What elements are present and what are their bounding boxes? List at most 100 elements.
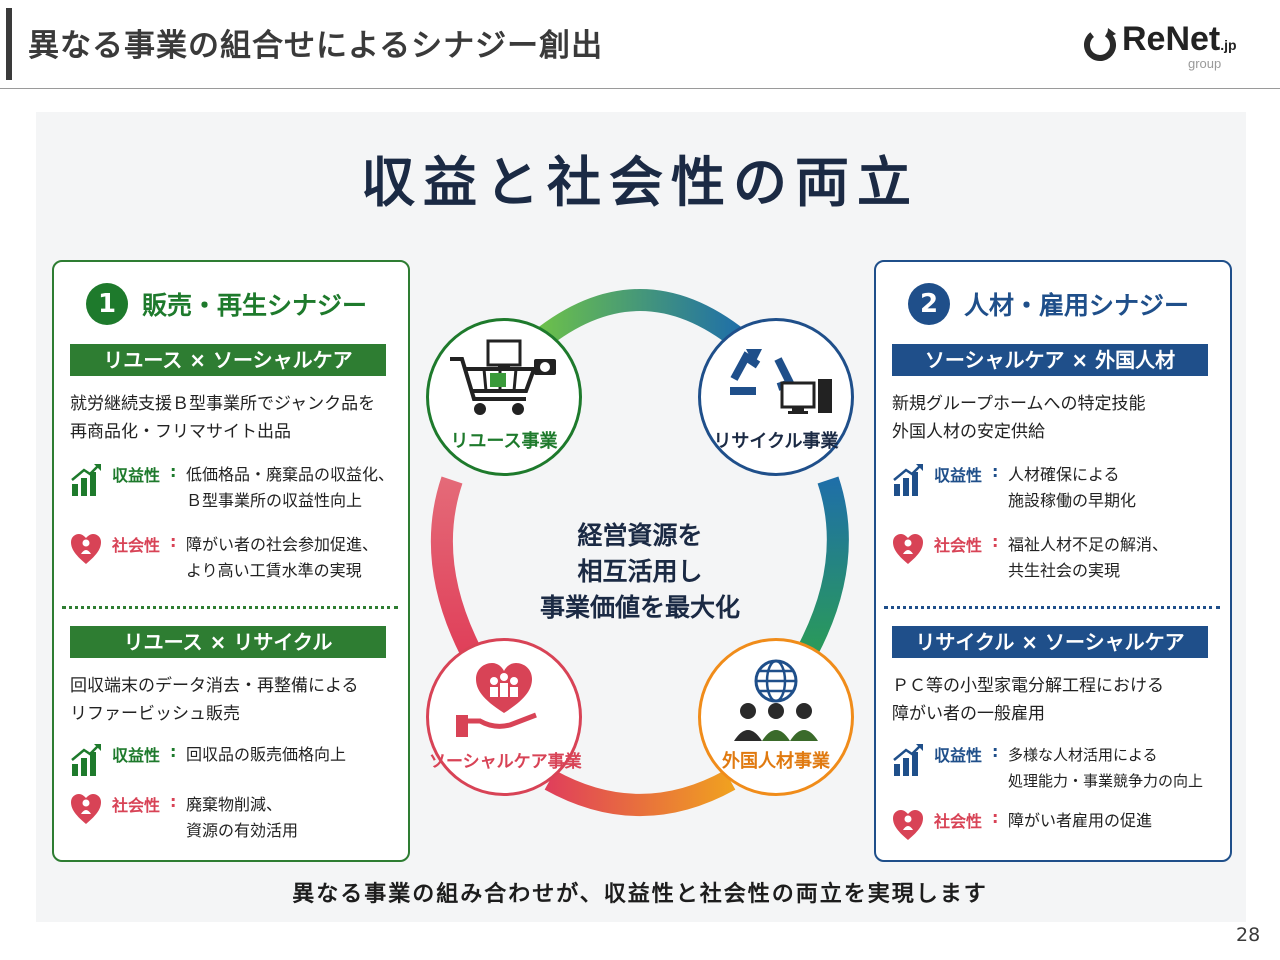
colon: : [992, 742, 999, 761]
center-line: 事業価値を最大化 [539, 593, 740, 622]
center-line: 経営資源を [577, 521, 703, 550]
box-title: 販売・再生シナジー [142, 291, 368, 320]
logo-domain: .jp [1220, 37, 1237, 53]
social-text: 廃棄物削減、 資源の有効活用 [186, 792, 416, 844]
box-number-badge: 1 [86, 283, 128, 325]
section-heading: リユース × ソーシャルケア [70, 344, 386, 376]
social-row: 社会性 : 障がい者の社会参加促進、 より高い工賃水準の実現 [70, 532, 410, 584]
profit-row: 収益性 : 低価格品・廃棄品の収益化、 Ｂ型事業所の収益性向上 [70, 462, 410, 514]
recycle-business-node: リサイクル事業 [698, 318, 854, 476]
growth-chart-icon [893, 464, 923, 496]
colon: : [992, 532, 999, 551]
desc-line: 外国人材の安定供給 [892, 422, 1045, 442]
social-label: 社会性 [934, 812, 983, 831]
section-description: ＰＣ等の小型家電分解工程における 障がい者の一般雇用 [892, 672, 1222, 728]
social-label: 社会性 [112, 536, 161, 555]
node-label: 外国人材事業 [722, 751, 830, 772]
cycle-center-text: 経営資源を 相互活用し 事業価値を最大化 [520, 518, 760, 626]
social-row: 社会性 : 福祉人材不足の解消、 共生社会の実現 [892, 532, 1232, 584]
text-line: 障がい者の社会参加促進、 [186, 535, 379, 554]
social-text: 障がい者雇用の促進 [1008, 808, 1238, 834]
node-label: リサイクル事業 [713, 431, 839, 452]
colon: : [170, 462, 177, 481]
heart-person-icon [893, 810, 923, 840]
text-line: 共生社会の実現 [1008, 561, 1121, 580]
shopping-cart-icon [450, 339, 556, 415]
social-care-business-node: ソーシャルケア事業 [426, 638, 582, 796]
header-accent-bar [6, 8, 12, 80]
main-title: 収益と社会性の両立 [361, 151, 919, 214]
text-line: 低価格品・廃棄品の収益化、 [186, 465, 395, 484]
heart-person-icon [893, 534, 923, 564]
section-description: 就労継続支援Ｂ型事業所でジャンク品を 再商品化・フリマサイト出品 [70, 390, 400, 446]
globe-people-icon [734, 659, 818, 741]
profit-text: 回収品の販売価格向上 [186, 742, 416, 768]
header-divider [0, 88, 1280, 89]
reuse-business-node: リユース事業 [426, 318, 582, 476]
profit-label: 収益性 [112, 746, 161, 765]
section-heading: リユース × リサイクル [70, 626, 386, 658]
desc-line: 再商品化・フリマサイト出品 [70, 422, 291, 442]
section-divider [62, 606, 398, 609]
ring-arc-bottom [544, 770, 736, 816]
ring-arc-left [430, 476, 480, 655]
business-cycle-ring [430, 289, 849, 816]
desc-line: 回収端末のデータ消去・再整備による [70, 676, 359, 696]
colon: : [992, 808, 999, 827]
node-label: ソーシャルケア事業 [429, 752, 582, 772]
social-label: 社会性 [112, 796, 161, 815]
growth-chart-icon [71, 464, 101, 496]
text-line: 多様な人材活用による [1008, 746, 1158, 764]
colon: : [170, 792, 177, 811]
center-line: 相互活用し [577, 557, 703, 586]
box-number-badge: 2 [908, 283, 950, 325]
box-title: 人材・雇用シナジー [964, 291, 1190, 320]
desc-line: 障がい者の一般雇用 [892, 704, 1045, 724]
colon: : [170, 532, 177, 551]
page-title: 異なる事業の組合せによるシナジー創出 [28, 28, 604, 64]
text-line: より高い工賃水準の実現 [186, 561, 362, 580]
text-line: 障がい者雇用の促進 [1008, 811, 1153, 830]
logo-wordmark: ReNet [1122, 20, 1221, 58]
text-line: 資源の有効活用 [186, 821, 299, 840]
conclusion-text: 異なる事業の組み合わせが、収益性と社会性の両立を実現します [292, 882, 988, 907]
text-line: 回収品の販売価格向上 [186, 745, 347, 764]
node-label: リユース事業 [450, 431, 558, 452]
profit-text: 人材確保による 施設稼働の早期化 [1008, 462, 1238, 514]
text-line: 福祉人材不足の解消、 [1008, 535, 1169, 554]
section-description: 新規グループホームへの特定技能 外国人材の安定供給 [892, 390, 1222, 446]
desc-line: ＰＣ等の小型家電分解工程における [892, 676, 1164, 696]
heart-person-icon [71, 794, 101, 824]
desc-line: 新規グループホームへの特定技能 [892, 394, 1146, 414]
section-heading: リサイクル × ソーシャルケア [892, 626, 1208, 658]
recycle-icon [730, 349, 832, 414]
heart-hand-icon [456, 663, 537, 737]
desc-line: 就労継続支援Ｂ型事業所でジャンク品を [70, 394, 376, 414]
text-line: 廃棄物削減、 [186, 795, 283, 814]
company-logo: ReNet.jp group [1082, 20, 1262, 74]
profit-row: 収益性 : 人材確保による 施設稼働の早期化 [892, 462, 1232, 514]
social-row: 社会性 : 廃棄物削減、 資源の有効活用 [70, 792, 410, 844]
social-row: 社会性 : 障がい者雇用の促進 [892, 808, 1232, 860]
profit-label: 収益性 [934, 466, 983, 485]
growth-chart-icon [71, 744, 101, 776]
profit-label: 収益性 [934, 746, 983, 765]
desc-line: リファービッシュ販売 [70, 704, 240, 724]
profit-row: 収益性 : 回収品の販売価格向上 [70, 742, 410, 794]
logo-ring-icon [1084, 28, 1116, 61]
text-line: 処理能力・事業競争力の向上 [1008, 772, 1204, 790]
sales-regeneration-synergy-box: 1 販売・再生シナジー リユース × ソーシャルケア 就労継続支援Ｂ型事業所でジ… [52, 260, 410, 862]
section-description: 回収端末のデータ消去・再整備による リファービッシュ販売 [70, 672, 400, 728]
social-label: 社会性 [934, 536, 983, 555]
ring-arc-right [798, 476, 849, 656]
heart-person-icon [71, 534, 101, 564]
text-line: Ｂ型事業所の収益性向上 [186, 491, 363, 510]
page-number: 28 [1236, 924, 1261, 946]
social-text: 障がい者の社会参加促進、 より高い工賃水準の実現 [186, 532, 416, 584]
profit-text: 多様な人材活用による 処理能力・事業競争力の向上 [1008, 742, 1238, 794]
foreign-talent-business-node: 外国人材事業 [698, 638, 854, 796]
text-line: 施設稼働の早期化 [1008, 491, 1137, 510]
growth-chart-icon [893, 744, 923, 776]
colon: : [992, 462, 999, 481]
text-line: 人材確保による [1008, 465, 1120, 484]
